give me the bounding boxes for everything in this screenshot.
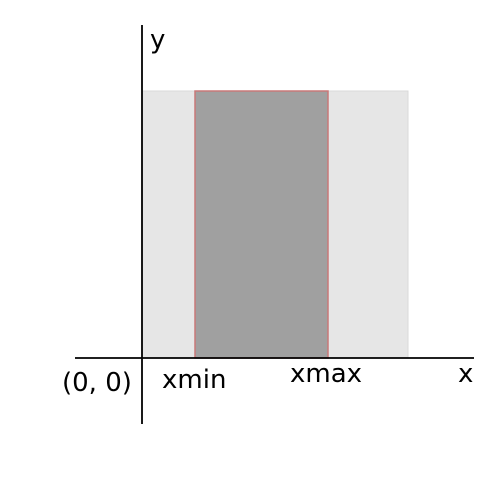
origin-label: (0, 0): [62, 368, 132, 398]
xmin-xmax-band: [194, 90, 329, 359]
x-axis-label: x: [458, 359, 473, 389]
y-axis-label: y: [150, 25, 165, 55]
xmin-label: xmin: [162, 365, 226, 395]
xmax-label: xmax: [290, 359, 362, 389]
